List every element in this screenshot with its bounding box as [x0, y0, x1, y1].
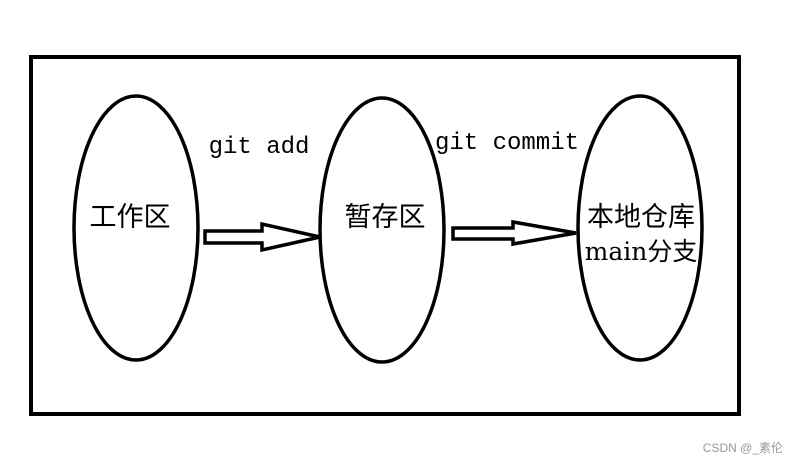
- diagram-frame: [29, 55, 741, 416]
- arrow-right-icon: [203, 221, 321, 253]
- node-repo-label-line2: main分支: [585, 237, 698, 266]
- node-workspace: 工作区: [72, 94, 200, 362]
- node-repo: 本地仓库 main分支: [576, 94, 704, 362]
- node-repo-ellipse: [576, 94, 704, 362]
- edge-git-add: git add: [203, 134, 321, 253]
- edge-git-commit-label: git commit: [435, 130, 579, 157]
- edge-git-add-label: git add: [209, 134, 310, 161]
- watermark: CSDN @_素伦: [703, 440, 783, 455]
- edge-git-commit: git commit: [435, 130, 579, 247]
- node-staging: 暂存区: [318, 96, 446, 364]
- node-repo-label-line1: 本地仓库: [587, 202, 695, 233]
- node-staging-label: 暂存区: [345, 202, 426, 233]
- arrow-right-icon: [451, 219, 577, 247]
- node-workspace-ellipse: [72, 94, 200, 362]
- node-workspace-label: 工作区: [90, 202, 171, 233]
- node-staging-ellipse: [318, 96, 446, 364]
